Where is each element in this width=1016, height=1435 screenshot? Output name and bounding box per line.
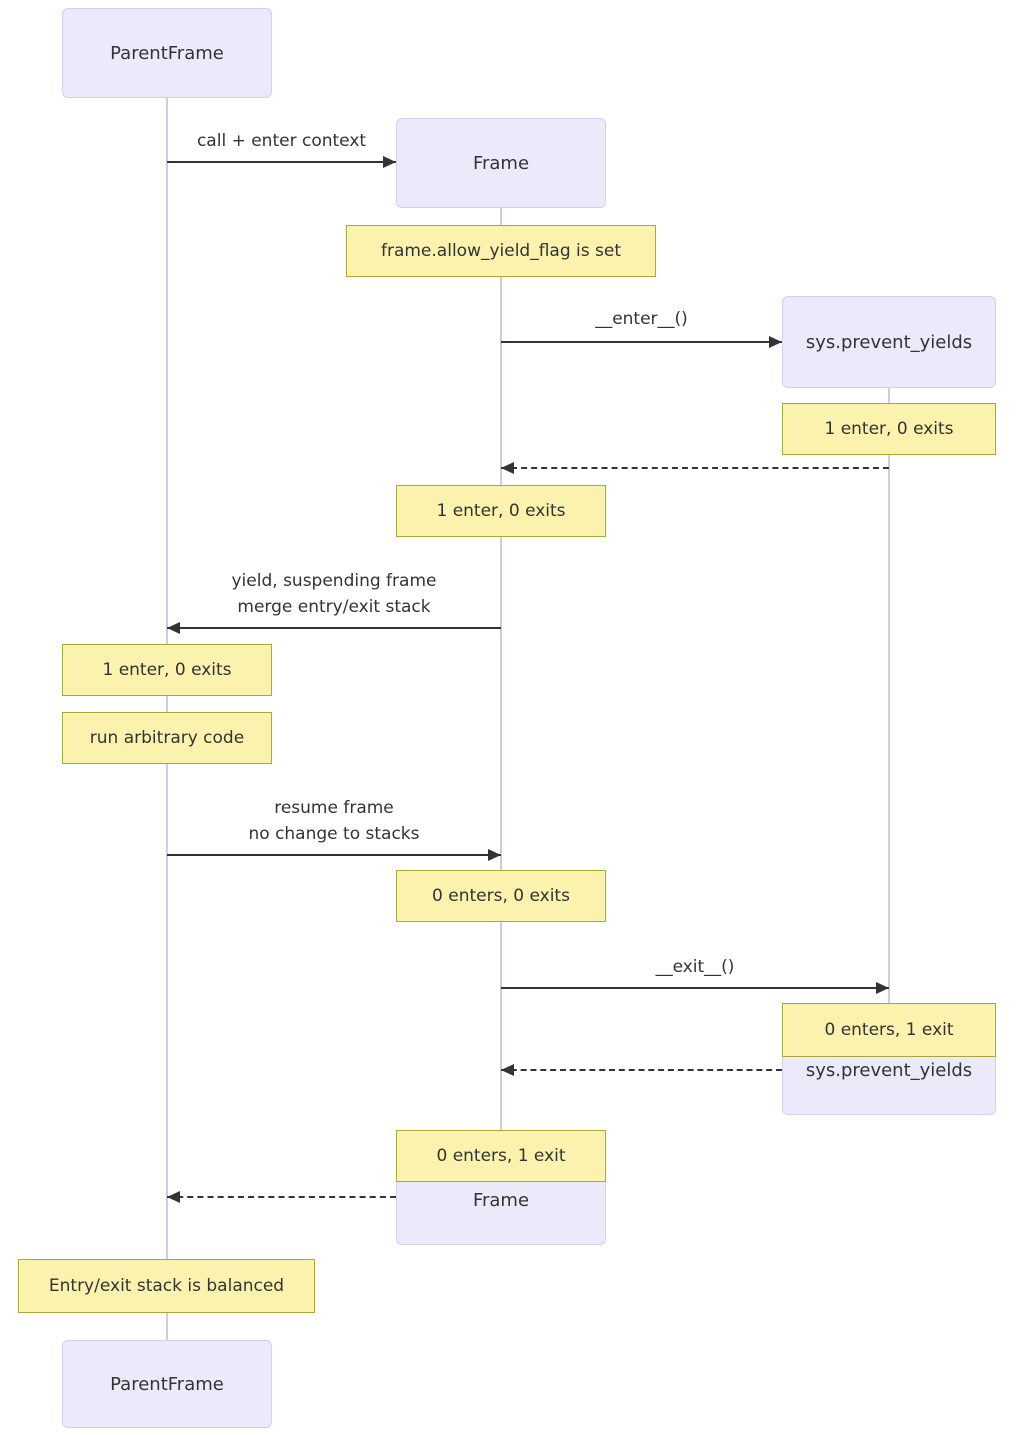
lifeline-frame [500,208,502,1245]
message-arrow-exit [501,982,889,994]
note-run-arbitrary-code: run arbitrary code [62,712,272,764]
lifeline-sys-prevent-yields [888,388,890,1115]
return-arrow-enter [501,462,889,474]
arrowhead-right-icon [876,982,889,994]
message-label-yield-line2: merge entry/exit stack [237,597,431,617]
actor-label: ParentFrame [110,1373,224,1395]
note-allow-yield-flag: frame.allow_yield_flag is set [346,225,656,277]
message-arrow-enter [501,336,782,348]
note-frame-exit-count: 0 enters, 1 exit [396,1130,606,1182]
arrow-line-dashed [501,467,889,469]
message-arrow-resume [167,849,501,861]
note-parent-enter-count: 1 enter, 0 exits [62,644,272,696]
arrow-line [501,987,889,989]
message-label-yield-line1: yield, suspending frame [231,571,437,591]
return-arrow-exit [501,1064,782,1076]
actor-frame-top: Frame [396,118,606,208]
message-label-exit: __exit__() [655,957,735,977]
arrowhead-right-icon [488,849,501,861]
arrow-line [501,341,782,343]
note-stack-balanced: Entry/exit stack is balanced [18,1259,315,1313]
message-arrow-yield [167,622,501,634]
arrowhead-left-icon [501,462,514,474]
actor-label: sys.prevent_yields [805,1059,973,1081]
actor-label: ParentFrame [110,42,224,64]
note-sys-enter-count: 1 enter, 0 exits [782,403,996,455]
actor-label: Frame [472,1189,530,1211]
message-label-enter: __enter__() [595,309,688,329]
actor-sys-prevent-yields-top: sys.prevent_yields [782,296,996,388]
arrow-line-dashed [167,1196,396,1198]
actor-parentframe-top: ParentFrame [62,8,272,98]
message-label-resume-line1: resume frame [274,798,394,818]
actor-label: Frame [472,152,530,174]
actor-label: sys.prevent_yields [805,331,973,353]
message-arrow-call-enter-context [167,156,396,168]
actor-parentframe-bottom: ParentFrame [62,1340,272,1428]
arrow-line [167,161,396,163]
arrowhead-right-icon [769,336,782,348]
arrow-line-dashed [501,1069,782,1071]
arrowhead-left-icon [167,622,180,634]
message-label-resume-line2: no change to stacks [248,824,420,844]
return-arrow-frame [167,1191,396,1203]
arrowhead-left-icon [501,1064,514,1076]
arrowhead-left-icon [167,1191,180,1203]
message-label-call-enter-context: call + enter context [196,131,367,151]
arrowhead-right-icon [383,156,396,168]
arrow-line [167,627,501,629]
note-frame-enter-count: 1 enter, 0 exits [396,485,606,537]
arrow-line [167,854,501,856]
note-frame-resume-count: 0 enters, 0 exits [396,870,606,922]
note-sys-exit-count: 0 enters, 1 exit [782,1003,996,1057]
